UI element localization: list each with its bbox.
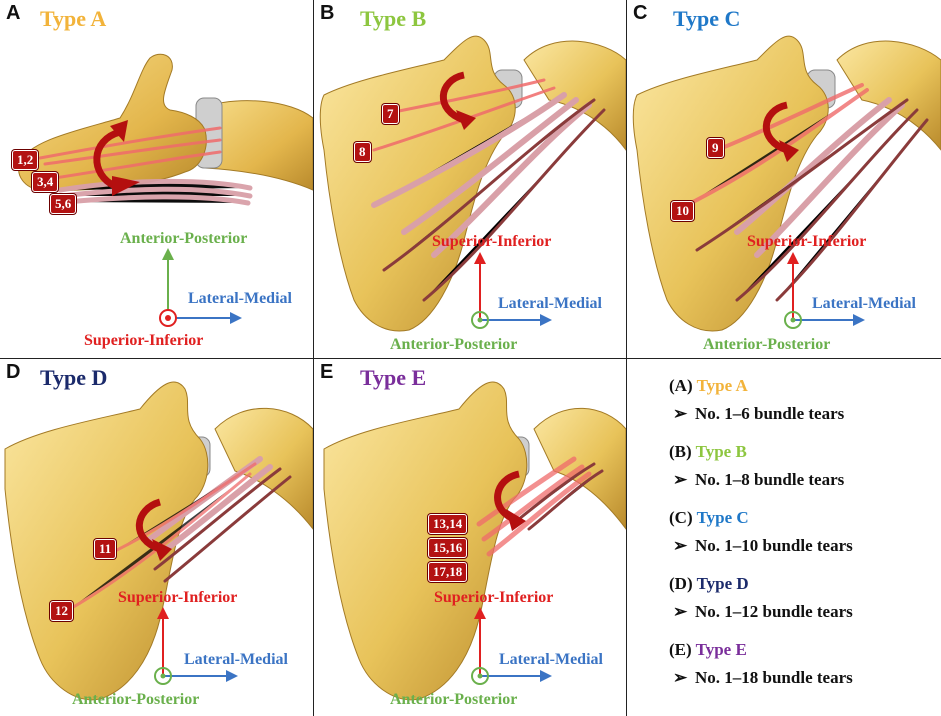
legend-type: Type B xyxy=(695,442,747,461)
legend-prefix: (B) xyxy=(669,442,692,461)
axis-label-normal: Anterior-Posterior xyxy=(390,336,518,353)
legend-prefix: (E) xyxy=(669,640,692,659)
axis-label-vertical: Superior-Inferior xyxy=(118,589,238,606)
axis-label-horizontal: Lateral-Medial xyxy=(184,651,288,668)
panel-a: A Type A 1,2 3,4 5,6 Anterior-Posterior … xyxy=(0,0,313,358)
tear-tag: 15,16 xyxy=(428,538,468,558)
axis-label-normal: Anterior-Posterior xyxy=(703,336,831,353)
legend-prefix: (A) xyxy=(669,376,693,395)
legend-desc: No. 1–6 bundle tears xyxy=(695,404,845,423)
tear-tag: 11 xyxy=(94,539,117,559)
axis-label-vertical: Anterior-Posterior xyxy=(120,230,248,247)
arrow-bullet-icon: ➢ xyxy=(673,602,688,621)
panel-d-title: Type D xyxy=(40,365,108,390)
legend-desc: No. 1–10 bundle tears xyxy=(695,536,853,555)
legend-item-c: (C) Type C ➢ No. 1–10 bundle tears xyxy=(669,508,853,556)
tear-tag: 8 xyxy=(354,142,371,162)
panel-b-letter: B xyxy=(320,2,335,24)
arrow-bullet-icon: ➢ xyxy=(673,668,688,687)
legend-desc: No. 1–18 bundle tears xyxy=(695,668,853,687)
panel-e-title: Type E xyxy=(360,365,427,390)
tear-tag: 9 xyxy=(707,138,724,158)
arrow-bullet-icon: ➢ xyxy=(673,470,688,489)
legend-desc: No. 1–12 bundle tears xyxy=(695,602,853,621)
axis-label-horizontal: Lateral-Medial xyxy=(499,651,603,668)
tear-tag: 12 xyxy=(50,601,73,621)
panel-e-illustration xyxy=(323,381,626,701)
panel-b-illustration xyxy=(319,35,626,332)
legend-prefix: (D) xyxy=(669,574,693,593)
axis-label-vertical: Superior-Inferior xyxy=(434,589,554,606)
panel-e: E Type E 13,14 15,16 17,18 Superior-Infe… xyxy=(314,359,626,716)
legend-prefix: (C) xyxy=(669,508,693,527)
arrow-bullet-icon: ➢ xyxy=(673,536,688,555)
panel-a-illustration xyxy=(18,53,313,327)
panel-c-illustration xyxy=(632,35,941,332)
axis-label-vertical: Superior-Inferior xyxy=(747,233,867,250)
tear-tag: 7 xyxy=(382,104,399,124)
panel-b: B Type B 7 8 Superior-Inferior Lateral-M… xyxy=(314,0,626,358)
divider-horizontal xyxy=(0,358,941,359)
axis-label-vertical: Superior-Inferior xyxy=(432,233,552,250)
panel-d: D Type D 11 12 Superior-Inferior Lateral… xyxy=(0,359,313,716)
tear-tag: 13,14 xyxy=(428,514,468,534)
divider-vertical-3 xyxy=(313,358,314,716)
axis-label-normal: Superior-Inferior xyxy=(84,332,204,349)
divider-vertical-1 xyxy=(313,0,314,358)
panel-e-letter: E xyxy=(320,361,334,383)
panel-a-letter: A xyxy=(6,2,21,24)
legend-item-b: (B) Type B ➢ No. 1–8 bundle tears xyxy=(669,442,844,490)
axis-label-normal: Anterior-Posterior xyxy=(390,691,518,708)
tear-tag: 5,6 xyxy=(50,194,77,214)
axis-label-horizontal: Lateral-Medial xyxy=(498,295,602,312)
legend-type: Type A xyxy=(696,376,748,395)
arrow-bullet-icon: ➢ xyxy=(673,404,688,423)
panel-c: C Type C 9 10 Superior-Inferior Lateral-… xyxy=(627,0,941,358)
legend-item-d: (D) Type D ➢ No. 1–12 bundle tears xyxy=(669,574,853,622)
tear-tag: 3,4 xyxy=(32,172,59,192)
legend: (A) Type A ➢ No. 1–6 bundle tears (B) Typ… xyxy=(627,362,937,712)
axis-label-normal: Anterior-Posterior xyxy=(72,691,200,708)
panel-c-letter: C xyxy=(633,2,648,24)
panel-a-title: Type A xyxy=(40,6,107,31)
axis-label-horizontal: Lateral-Medial xyxy=(188,290,292,307)
legend-item-a: (A) Type A ➢ No. 1–6 bundle tears xyxy=(669,376,844,424)
legend-desc: No. 1–8 bundle tears xyxy=(695,470,845,489)
tear-tag: 1,2 xyxy=(12,150,39,170)
panel-b-title: Type B xyxy=(360,6,427,31)
panel-d-letter: D xyxy=(6,361,21,383)
panel-c-title: Type C xyxy=(673,6,741,31)
legend-type: Type E xyxy=(695,640,747,659)
legend-item-e: (E) Type E ➢ No. 1–18 bundle tears xyxy=(669,640,853,688)
legend-type: Type C xyxy=(696,508,749,527)
axis-label-horizontal: Lateral-Medial xyxy=(812,295,916,312)
legend-type: Type D xyxy=(696,574,749,593)
tear-tag: 17,18 xyxy=(428,562,468,582)
tear-tag: 10 xyxy=(671,201,694,221)
